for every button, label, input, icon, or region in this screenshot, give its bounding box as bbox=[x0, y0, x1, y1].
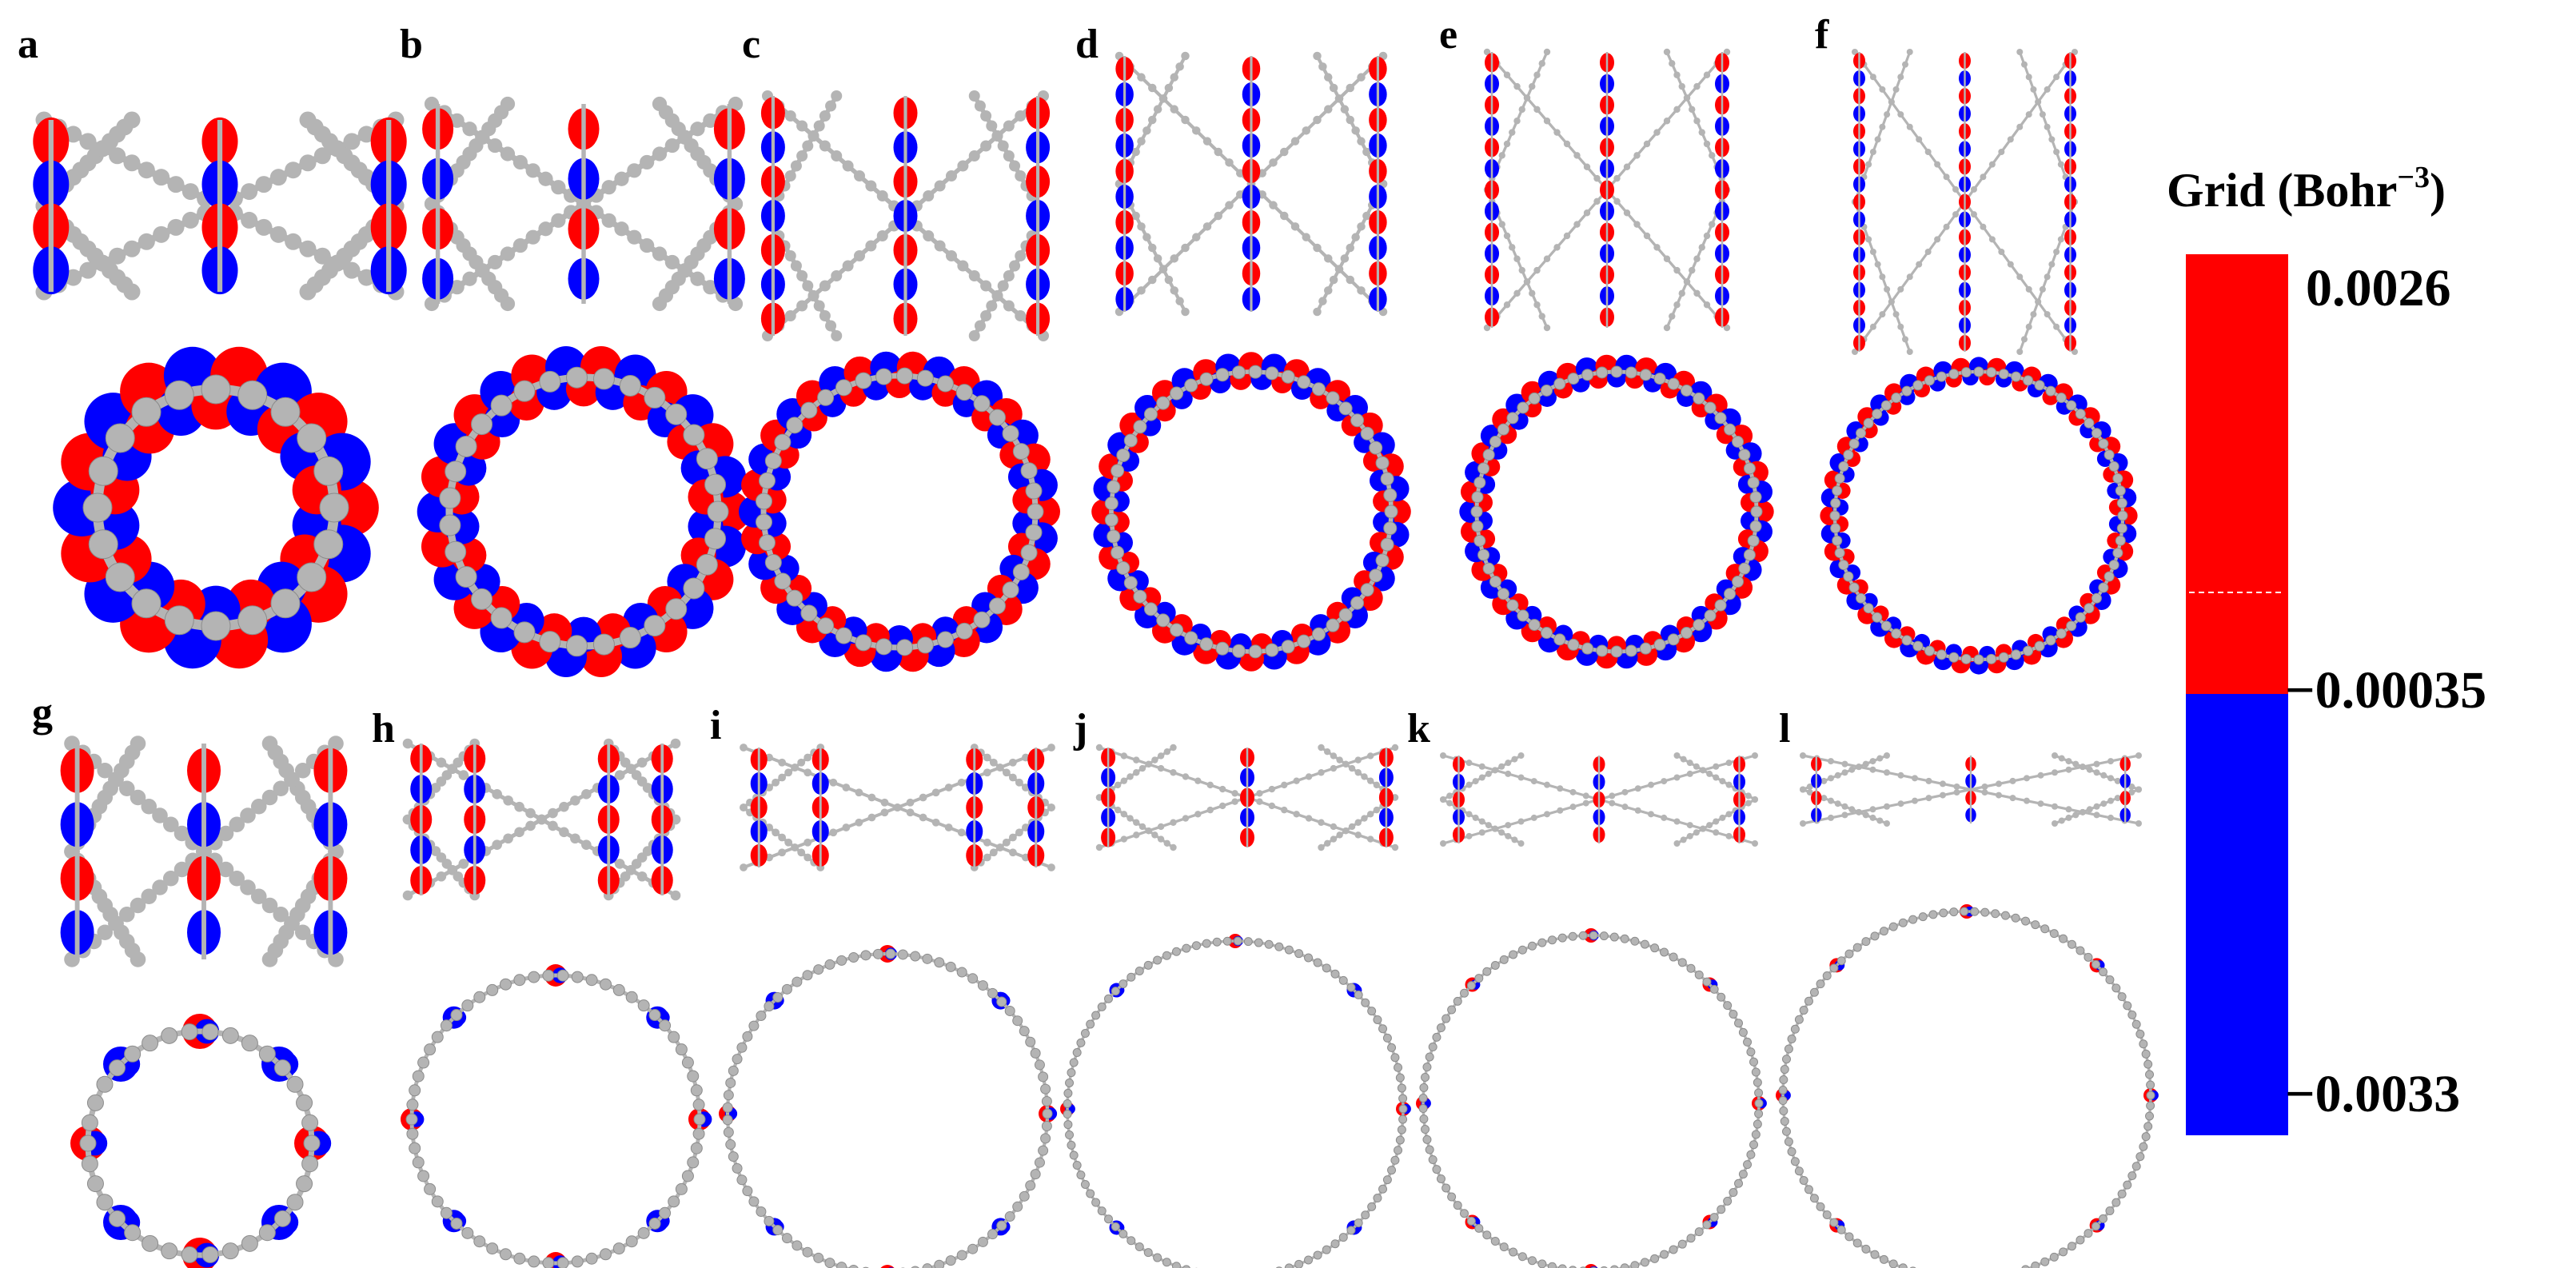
panel-g-ring-view bbox=[70, 1014, 332, 1268]
panel-i-side-view bbox=[740, 744, 1055, 871]
panel-label-e: e bbox=[1439, 12, 1457, 58]
panel-i-ring-view bbox=[719, 945, 1058, 1268]
panel-label-b: b bbox=[400, 22, 423, 67]
panel-h-side-view bbox=[402, 738, 681, 901]
panel-b-side-view bbox=[422, 96, 745, 312]
panel-k-side-view bbox=[1440, 752, 1758, 847]
panel-b-ring-view bbox=[417, 346, 751, 677]
panel-a-ring-view bbox=[53, 346, 379, 669]
panel-label-a: a bbox=[18, 22, 38, 67]
panel-label-l: l bbox=[1779, 706, 1790, 752]
colorbar-min-label: −0.0033 bbox=[2285, 1065, 2460, 1123]
panel-d-side-view bbox=[1115, 51, 1388, 317]
colorbar-max-label: 0.0026 bbox=[2306, 259, 2451, 317]
panel-k-ring-view bbox=[1416, 928, 1767, 1268]
panel-d-ring-view bbox=[1091, 352, 1411, 672]
panel-g-side-view bbox=[60, 736, 348, 967]
panel-e-side-view bbox=[1483, 48, 1731, 332]
panel-f-ring-view bbox=[1820, 357, 2138, 675]
panel-label-f: f bbox=[1815, 12, 1829, 58]
panel-a-side-view bbox=[33, 111, 407, 301]
panel-label-c: c bbox=[742, 22, 760, 67]
panel-l-ring-view bbox=[1776, 904, 2159, 1268]
panel-j-ring-view bbox=[1060, 934, 1411, 1268]
panel-label-i: i bbox=[710, 703, 721, 748]
panel-h-ring-view bbox=[401, 964, 712, 1268]
panel-label-h: h bbox=[372, 706, 395, 752]
colorbar-mid-label: −0.00035 bbox=[2285, 661, 2486, 720]
panel-e-ring-view bbox=[1459, 354, 1774, 669]
panel-label-g: g bbox=[32, 690, 53, 736]
panel-c-ring-view bbox=[739, 351, 1060, 672]
panel-l-side-view bbox=[1800, 752, 2142, 827]
panel-label-d: d bbox=[1075, 22, 1099, 67]
colorbar: Grid (Bohr−3) 0.0026 −0.00035 −0.0033 bbox=[2167, 161, 2486, 1135]
colorbar-positive-band bbox=[2186, 254, 2288, 694]
panel-j-side-view bbox=[1095, 744, 1399, 851]
panel-c-side-view bbox=[760, 90, 1051, 341]
colorbar-negative-band bbox=[2186, 694, 2288, 1135]
panel-f-side-view bbox=[1852, 49, 2078, 355]
panel-label-k: k bbox=[1407, 706, 1430, 752]
panel-label-j: j bbox=[1073, 706, 1087, 752]
colorbar-title: Grid (Bohr−3) bbox=[2167, 161, 2446, 217]
